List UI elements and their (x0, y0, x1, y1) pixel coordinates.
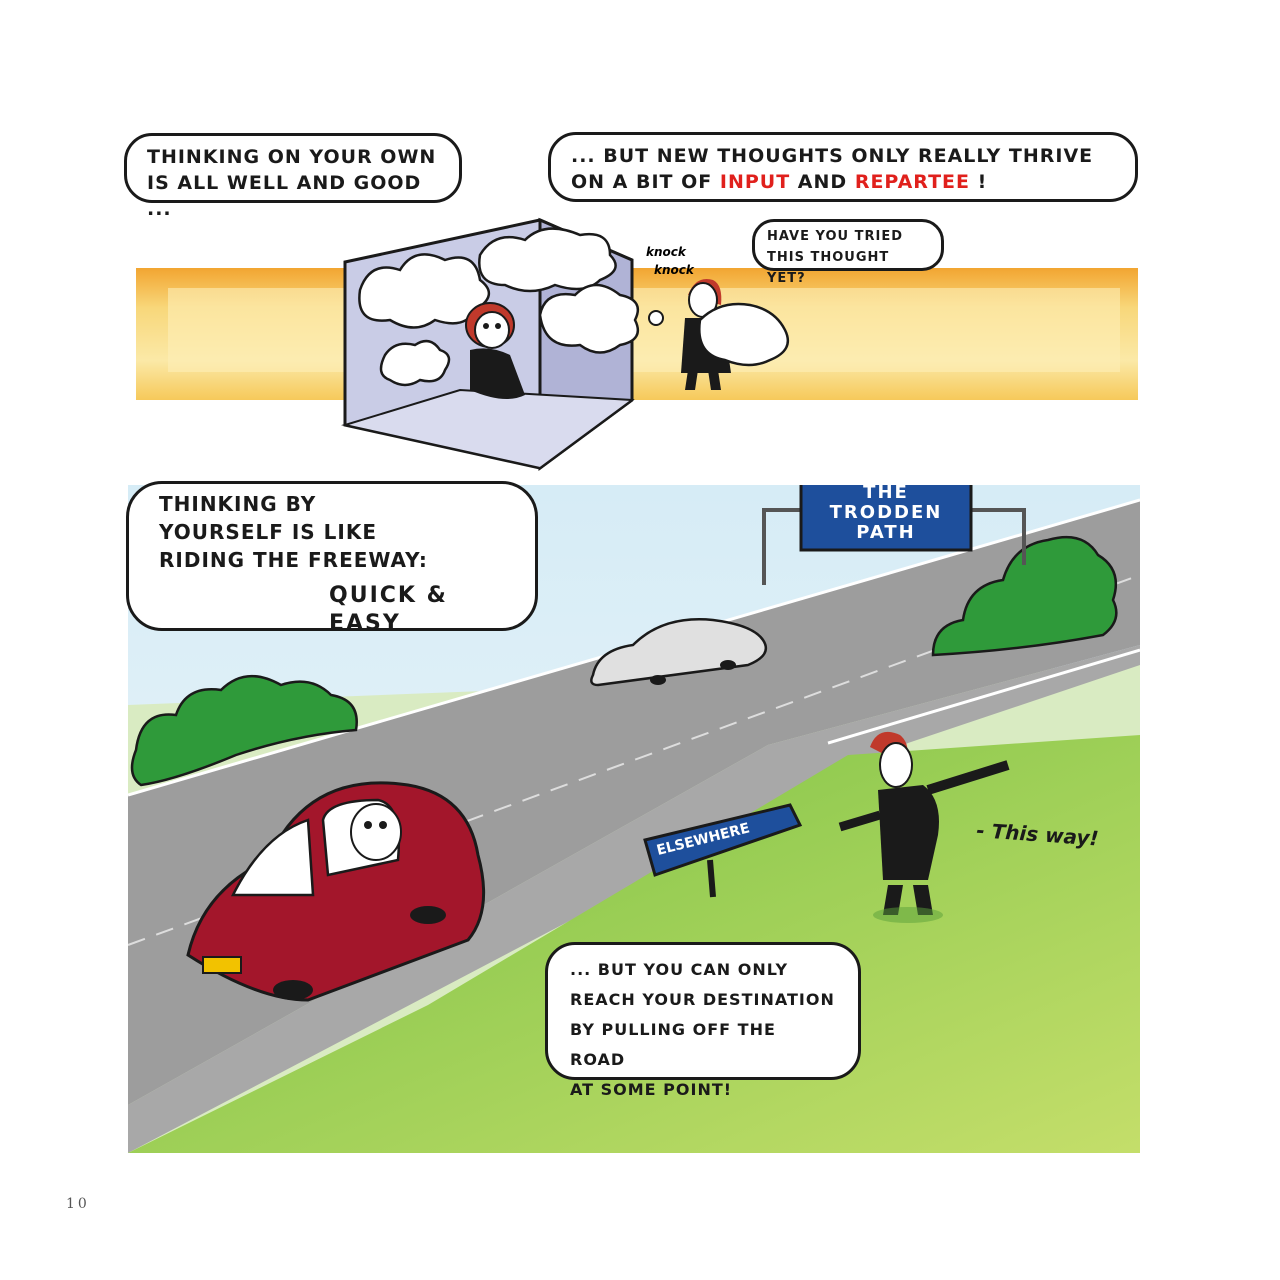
speech-line: THIS THOUGHT YET? (767, 250, 890, 286)
knock-text: knock (654, 263, 695, 277)
speech-line: ... BUT YOU CAN ONLY (570, 960, 789, 979)
caption-line: ON A BIT OF INPUT AND REPARTEE ! (571, 169, 1115, 195)
knock-text: knock (646, 245, 687, 259)
red-car (186, 781, 486, 1002)
speech-emphasis: QUICK & EASY (329, 583, 448, 636)
caption-input-repartee: ... BUT NEW THOUGHTS ONLY REALLY THRIVE … (548, 132, 1138, 202)
caption-text: AND (797, 171, 848, 193)
speech-bubble-tried-thought: HAVE YOU TRIED THIS THOUGHT YET? (752, 219, 944, 286)
silver-car (590, 618, 768, 687)
highlight-input: INPUT (719, 171, 791, 193)
man-pointing (838, 731, 1010, 923)
speech-line: RIDING THE FREEWAY: (159, 548, 428, 572)
elsewhere-arrow-sign (643, 803, 803, 898)
man-knocking (648, 279, 790, 390)
caption-text: ! (977, 171, 988, 193)
overhead-sign-text: TRODDEN (830, 502, 943, 523)
caption-line: IS ALL WELL AND GOOD ... (147, 172, 422, 220)
caption-line: ... BUT NEW THOUGHTS ONLY REALLY THRIVE (571, 145, 1094, 167)
caption-text: ON A BIT OF (571, 171, 713, 193)
overhead-sign-text: THE (863, 485, 909, 503)
bush-left (130, 674, 358, 787)
speech-line: BY PULLING OFF THE ROAD (570, 1020, 776, 1069)
exit-ramp (128, 645, 1140, 1153)
caption-thinking-alone: THINKING ON YOUR OWN IS ALL WELL AND GOO… (124, 133, 462, 220)
speech-bubble-freeway: THINKING BY YOURSELF IS LIKE RIDING THE … (126, 481, 538, 636)
highlight-repartee: REPARTEE (854, 171, 971, 193)
thought-cloud (478, 227, 617, 293)
speech-line: AT SOME POINT! (570, 1080, 733, 1099)
speech-line: THINKING BY (159, 492, 317, 516)
speech-bubble-destination: ... BUT YOU CAN ONLY REACH YOUR DESTINAT… (545, 942, 861, 1099)
thought-cloud (379, 339, 451, 387)
thought-cloud (538, 283, 640, 354)
page-number: 10 (66, 1196, 90, 1212)
speech-line: YOURSELF IS LIKE (159, 520, 378, 544)
panel-1-illustration: knock knock (136, 217, 1138, 471)
bush-right (931, 535, 1118, 657)
woman-thinking (465, 302, 525, 399)
overhead-sign-text: PATH (856, 522, 915, 543)
caption-line: THINKING ON YOUR OWN (147, 146, 437, 168)
thought-cloud (358, 253, 490, 329)
speech-line: HAVE YOU TRIED (767, 229, 903, 244)
speech-line: REACH YOUR DESTINATION (570, 990, 835, 1009)
overhead-sign-board (799, 485, 973, 552)
